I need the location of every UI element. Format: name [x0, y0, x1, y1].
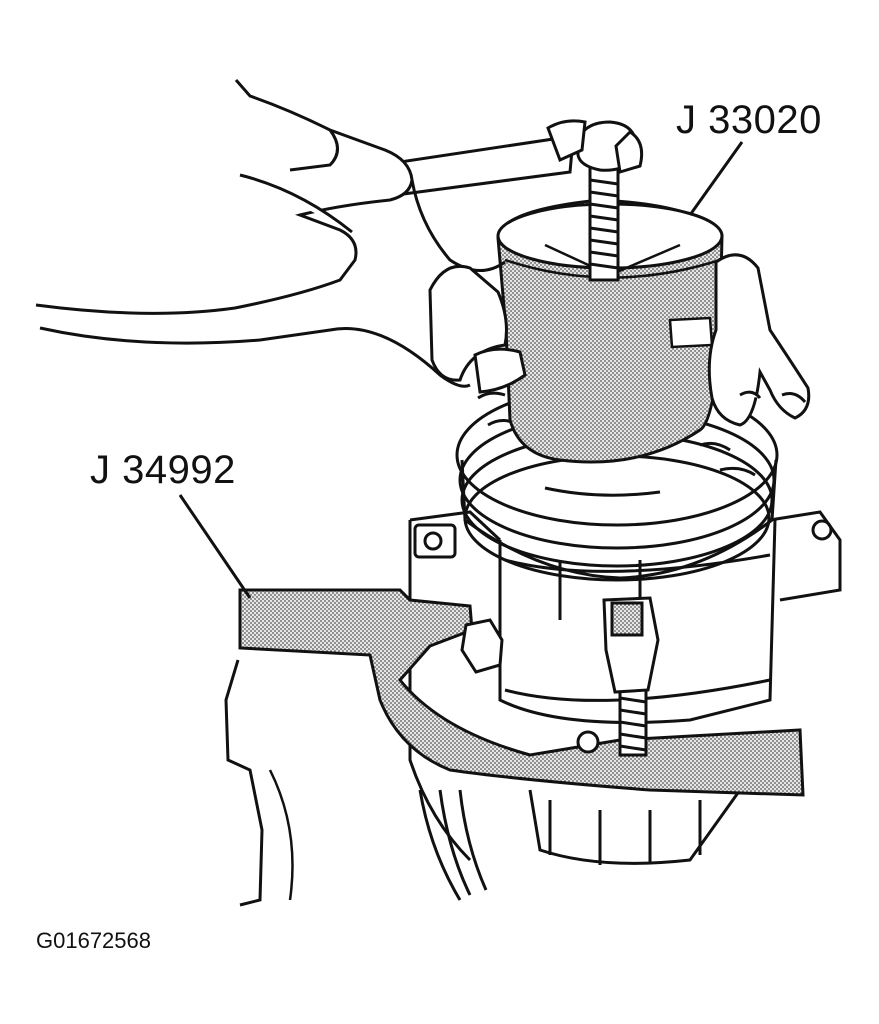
callout-j33020: J 33020	[676, 98, 822, 142]
leader-line-j34992	[178, 494, 252, 599]
holder-bolt	[602, 596, 660, 757]
holder-tool-j34992	[238, 588, 805, 797]
left-hand	[35, 79, 527, 394]
pulley-slots	[477, 391, 756, 497]
leader-line-j33020	[688, 141, 744, 216]
figure-id: G01672568	[36, 928, 151, 953]
support-bracket	[224, 659, 264, 907]
callout-j34992: J 34992	[90, 448, 236, 492]
support-bracket-inner	[268, 769, 294, 901]
right-hand	[707, 253, 811, 427]
